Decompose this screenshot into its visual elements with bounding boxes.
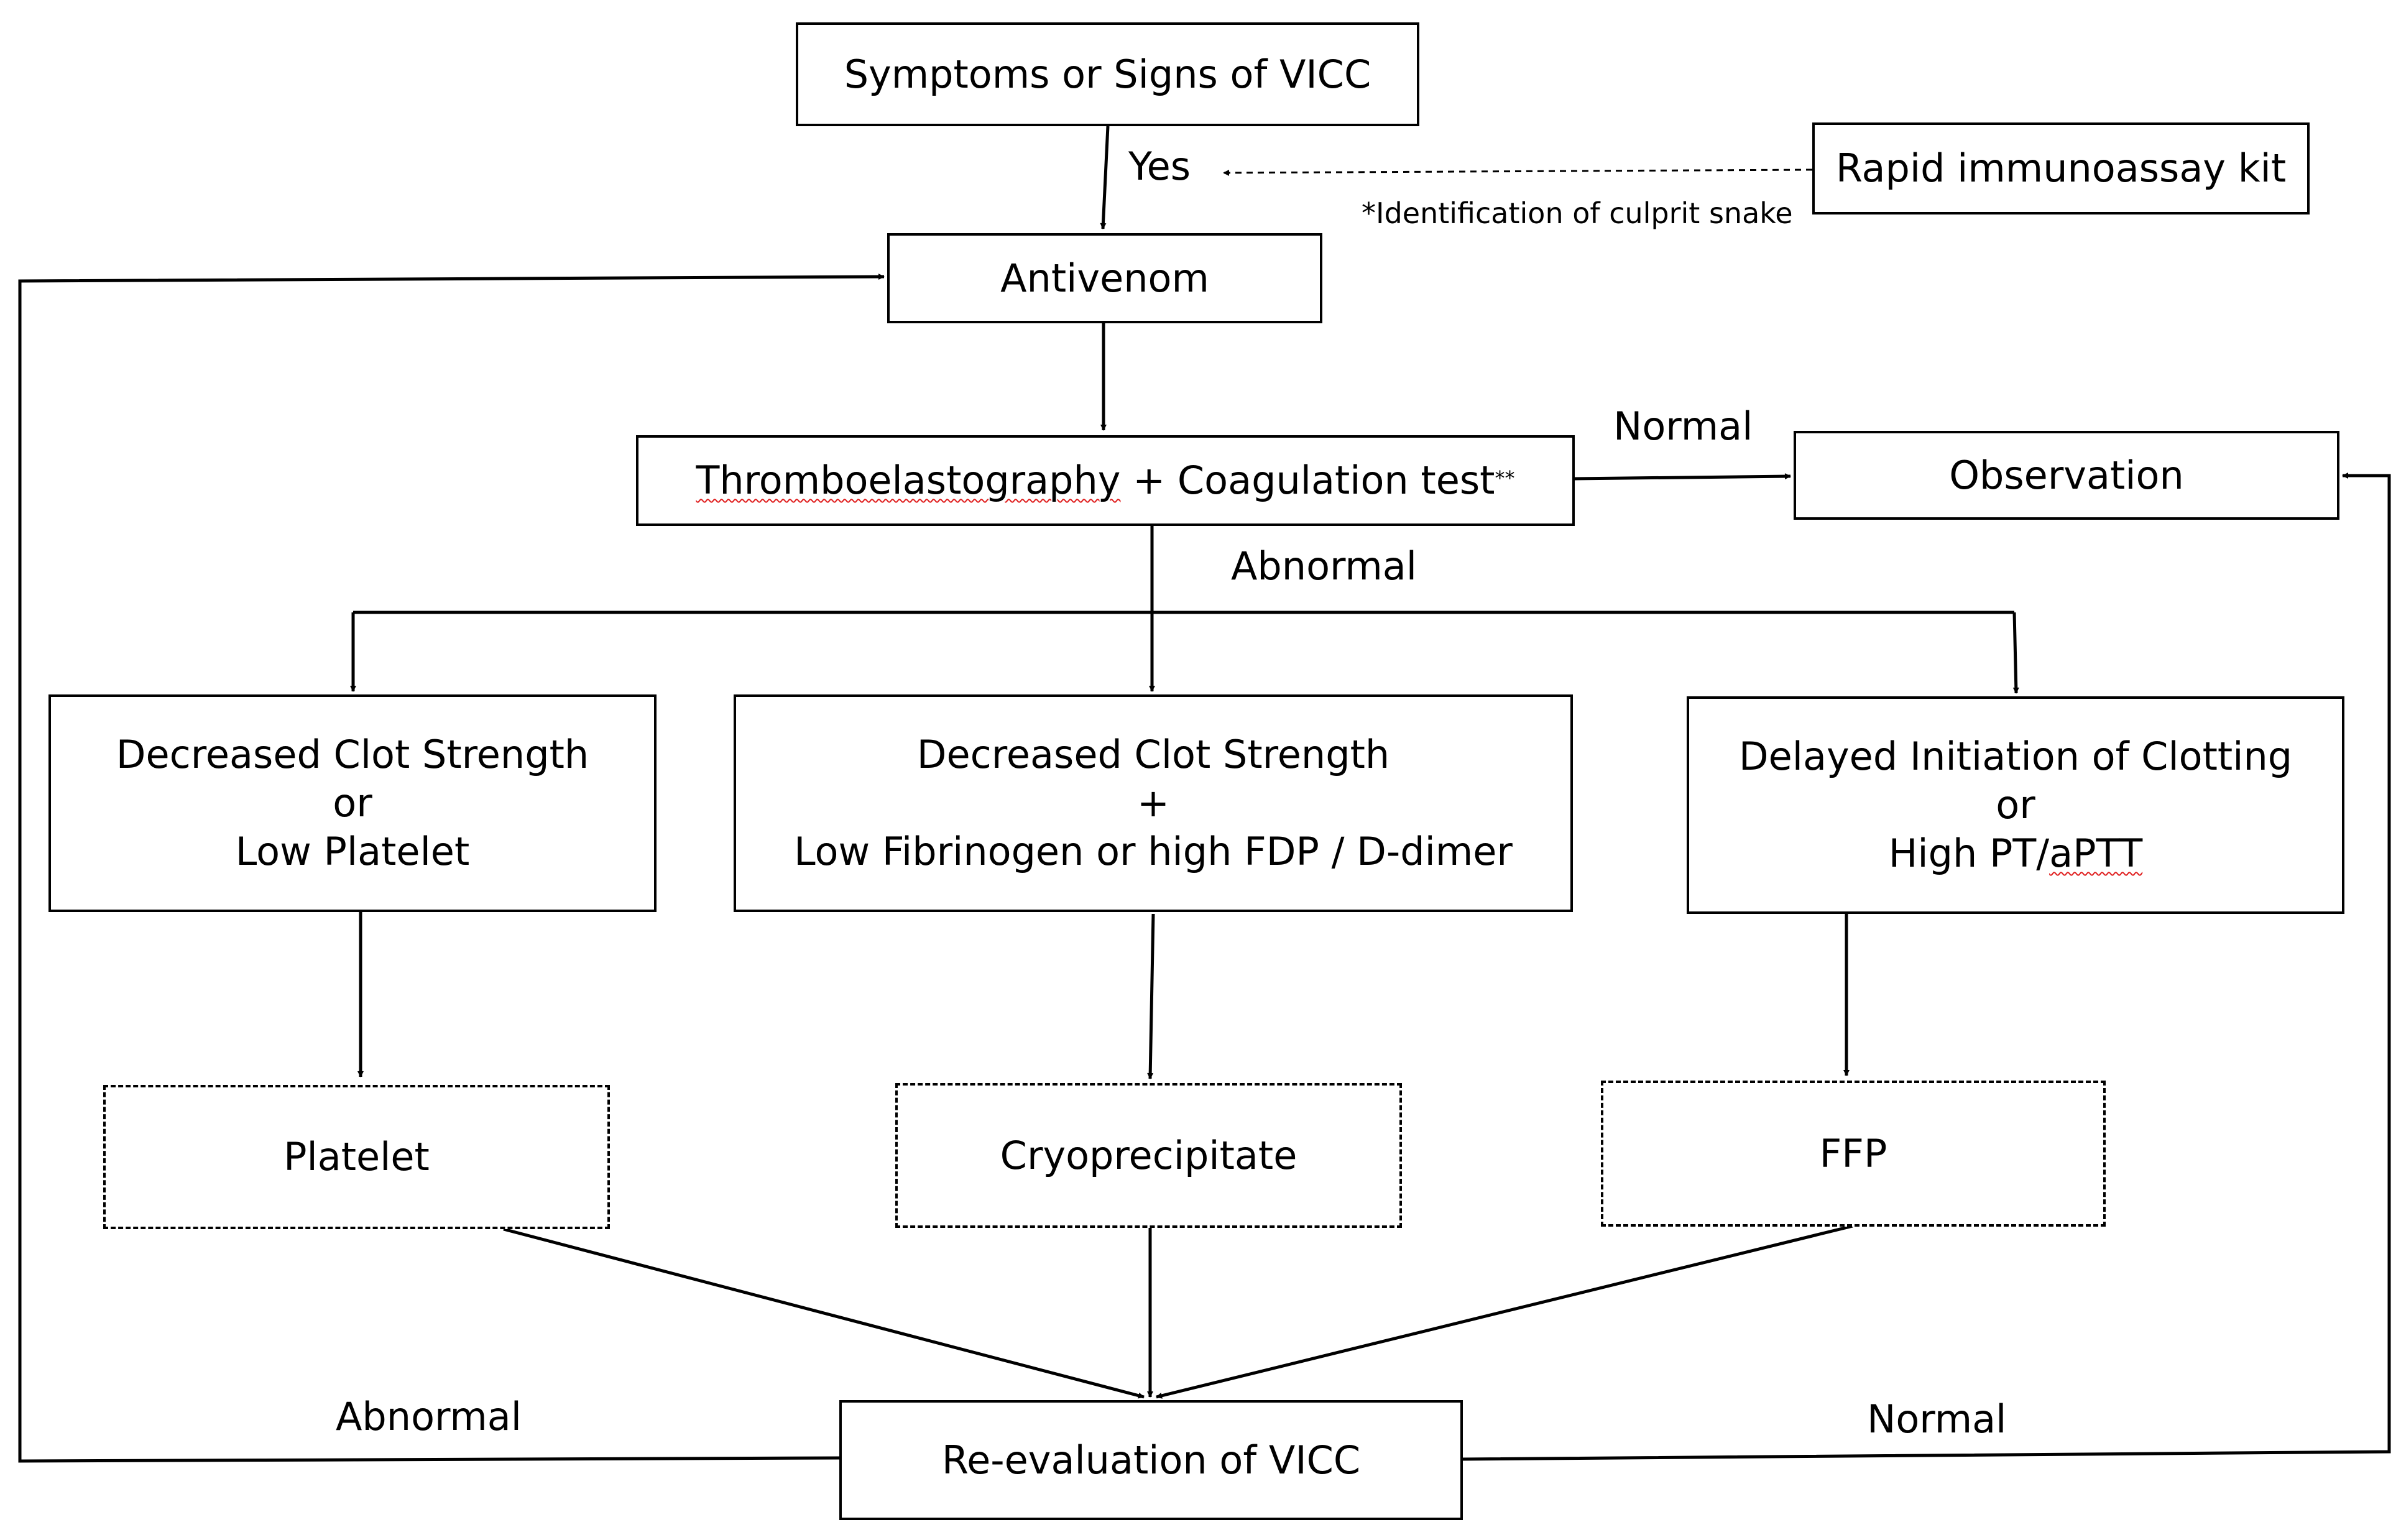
node-right-line3-part2: aPTT bbox=[2049, 831, 2143, 876]
loop-abnormal-to-antivenom bbox=[18, 274, 885, 1463]
label-yes: Yes bbox=[1128, 144, 1191, 189]
node-antivenom: Antivenom bbox=[887, 233, 1322, 323]
node-symptoms: Symptoms or Signs of VICC bbox=[796, 22, 1419, 126]
node-right-line3: High PT/aPTT bbox=[1889, 829, 2142, 878]
node-observation: Observation bbox=[1794, 431, 2339, 520]
node-mid-line1: Decreased Clot Strength bbox=[916, 732, 1390, 777]
node-antivenom-text: Antivenom bbox=[1000, 255, 1209, 301]
node-symptoms-text: Symptoms or Signs of VICC bbox=[844, 51, 1371, 97]
node-reeval-text: Re-evaluation of VICC bbox=[941, 1437, 1361, 1483]
node-right-line1: Delayed Initiation of Clotting bbox=[1738, 734, 2293, 779]
node-teg-text-part2: + Coagulation test bbox=[1120, 458, 1495, 503]
node-left-line3: Low Platelet bbox=[235, 829, 470, 874]
node-rapid-immunoassay-kit: Rapid immunoassay kit bbox=[1812, 122, 2310, 214]
node-cryo-text: Cryoprecipitate bbox=[1000, 1132, 1297, 1178]
arrow-branch-right bbox=[2012, 612, 2019, 694]
node-left-line1: Decreased Clot Strength bbox=[116, 732, 589, 777]
node-mid-line3: Low Fibrinogen or high FDP / D-dimer bbox=[794, 829, 1513, 874]
label-abnormal-bottom: Abnormal bbox=[336, 1394, 522, 1439]
arrow-platelet-to-reeval bbox=[503, 1227, 1145, 1399]
label-abnormal-top: Abnormal bbox=[1231, 543, 1417, 589]
node-left-line2: or bbox=[333, 780, 372, 826]
node-observation-text: Observation bbox=[1949, 452, 2184, 498]
node-teg-text: Thromboelastography + Coagulation test** bbox=[696, 456, 1515, 505]
arrow-mid-to-cryo bbox=[1147, 913, 1155, 1079]
node-reevaluation: Re-evaluation of VICC bbox=[839, 1400, 1463, 1520]
arrow-teg-to-observation bbox=[1574, 473, 1791, 481]
node-thromboelastography: Thromboelastography + Coagulation test** bbox=[636, 435, 1575, 526]
node-teg-footnote-mark: ** bbox=[1495, 466, 1515, 490]
node-delayed-clotting-criteria: Delayed Initiation of Clotting or High P… bbox=[1687, 696, 2344, 914]
arrow-ffp-to-reeval bbox=[1156, 1224, 1853, 1399]
node-low-platelet-criteria: Decreased Clot Strength or Low Platelet bbox=[48, 694, 657, 912]
loop-normal-to-observation bbox=[1460, 473, 2391, 1461]
arrow-symptoms-to-antivenom bbox=[1100, 126, 1110, 229]
node-right-line2: or bbox=[1996, 782, 2035, 828]
node-ffp-text: FFP bbox=[1819, 1130, 1887, 1176]
node-low-fibrinogen-criteria: Decreased Clot Strength + Low Fibrinogen… bbox=[734, 694, 1573, 912]
node-right-line3-part1: High PT/ bbox=[1888, 831, 2050, 876]
node-platelet-text: Platelet bbox=[283, 1134, 430, 1179]
node-mid-line2: + bbox=[1137, 780, 1169, 826]
node-teg-text-part1: Thromboelastography bbox=[696, 458, 1121, 503]
node-platelet-treatment: Platelet bbox=[103, 1085, 610, 1229]
label-identification-note: *Identification of culprit snake bbox=[1362, 196, 1793, 230]
label-normal-bottom: Normal bbox=[1867, 1396, 2007, 1442]
node-kit-text: Rapid immunoassay kit bbox=[1835, 145, 2287, 191]
arrow-kit-to-yes bbox=[1223, 168, 1813, 176]
label-normal-top: Normal bbox=[1613, 403, 1753, 449]
node-ffp-treatment: FFP bbox=[1601, 1081, 2106, 1227]
node-cryoprecipitate-treatment: Cryoprecipitate bbox=[895, 1083, 1402, 1228]
